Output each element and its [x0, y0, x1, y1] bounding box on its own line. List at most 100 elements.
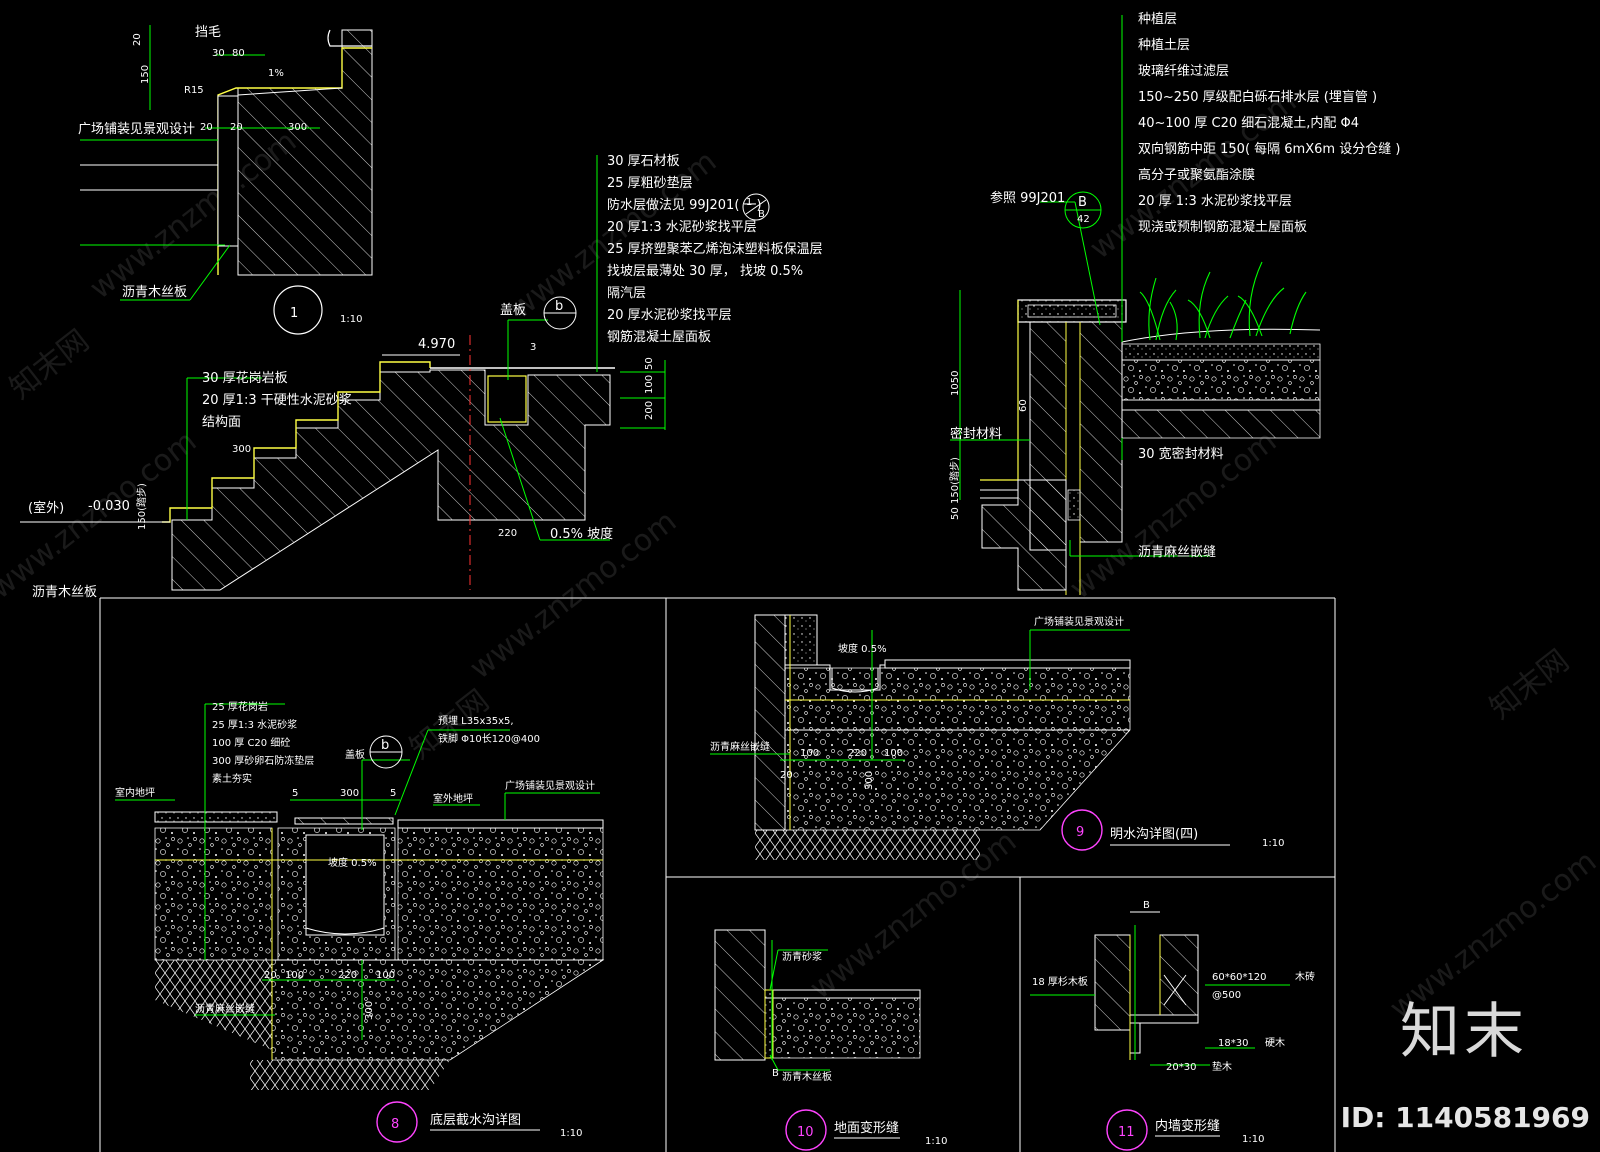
detail-10-number: 10	[797, 1125, 814, 1140]
dim-text: 3	[530, 342, 536, 353]
label-board: 沥青木丝板	[122, 285, 187, 300]
label-wood: 木砖	[1295, 970, 1315, 983]
ref-bottom: 42	[1077, 214, 1090, 225]
dim-text: 100	[644, 375, 655, 394]
stair-ref-b: b	[555, 299, 563, 314]
detail-8: b 8 底层截水沟详图 1:10 25 厚花岗岩 25 厚1:3 水泥砂浆 10…	[115, 700, 605, 1143]
sheet-frame	[99, 597, 1336, 1152]
dim-text: 220	[338, 970, 357, 981]
detail-10-scale: 1:10	[925, 1136, 947, 1147]
label-board: 沥青木丝板	[32, 585, 97, 600]
label-joint: 沥青麻丝嵌缝	[1138, 545, 1216, 560]
label-joint: 沥青麻丝嵌缝	[710, 740, 770, 753]
dim-text: 300	[288, 122, 307, 133]
detail-1-scale: 1:10	[340, 314, 362, 325]
dim-text: 150(踏步)	[135, 483, 148, 530]
detail-9: 9 明水沟详图(四) 1:10 广场铺装见景观设计 坡度 0.5% 沥青麻丝嵌缝…	[710, 614, 1284, 860]
detail-11-number: 11	[1118, 1125, 1135, 1140]
label-block: 60*60*120	[1212, 972, 1267, 983]
roof-layer: 20 厚1:3 水泥砂浆找平层	[607, 220, 757, 235]
label-slope: 坡度 0.5%	[838, 642, 887, 655]
watermark-site: 知末网	[1483, 643, 1575, 726]
roof-layer: 25 厚挤塑聚苯乙烯泡沫塑料板保温层	[607, 242, 823, 257]
detail-8-title: 底层截水沟详图	[430, 1112, 521, 1128]
planting-layer: 20 厚 1:3 水泥砂浆找平层	[1138, 194, 1292, 209]
detail-8-scale: 1:10	[560, 1128, 582, 1139]
detail-1: 1 1:10 挡毛 1% R15 广场铺装见景观设计 沥青木丝板 20 30 8…	[78, 25, 373, 335]
watermark-site: 知末网	[3, 323, 95, 406]
label-joint: 沥青麻丝嵌缝	[195, 1002, 255, 1015]
layer: 100 厚 C20 细砼	[212, 736, 290, 749]
label-seal: 密封材料	[950, 426, 1002, 442]
image-id: ID: 1140581969	[1340, 1101, 1590, 1134]
label-seal30: 30 宽密封材料	[1138, 446, 1224, 462]
layer: 25 厚花岗岩	[212, 700, 268, 713]
roof-layer: 防水层做法见 99J201( 一)	[607, 197, 762, 213]
dim-text: 100	[884, 748, 903, 759]
label-radius: R15	[184, 85, 204, 96]
detail-8-number: 8	[391, 1117, 399, 1132]
roof-layer: 25 厚粗砂垫层	[607, 175, 693, 191]
label-handrail: 挡毛	[195, 25, 221, 40]
label-paving: 广场铺装见景观设计	[505, 779, 595, 792]
dim-text: 20	[780, 770, 793, 781]
label-board: 沥青木丝板	[782, 1070, 832, 1083]
roof-ref-num: 1	[746, 197, 752, 208]
planting-layer: 种植土层	[1138, 38, 1190, 53]
detail-10-title: 地面变形缝	[834, 1120, 899, 1136]
planting-layer: 现浇或预制钢筋混凝土屋面板	[1138, 219, 1307, 235]
dim-text: 20	[200, 122, 213, 133]
roof-layer-list: 30 厚石材板 25 厚粗砂垫层 防水层做法见 99J201( 一) 20 厚1…	[596, 154, 823, 372]
planting-roof-detail: B 42 参照 99J201 种植层 种植土层 玻璃纤维过滤层 150~250 …	[948, 12, 1400, 595]
brand-watermark: 知末	[1400, 997, 1528, 1067]
label-paving: 广场铺装见景观设计	[78, 122, 195, 137]
stair-section: b 4.970 -0.030 (室外) 30 厚花岗岩板 20 厚1:3 干硬性…	[20, 296, 666, 600]
dim-text: 20	[132, 33, 143, 46]
layer: 25 厚1:3 水泥砂浆	[212, 718, 297, 731]
dim-text: 220	[848, 748, 867, 759]
dim-text: 150	[140, 65, 151, 84]
label-anchor: 铁脚 Φ10长120@400	[438, 732, 540, 745]
label-paving: 广场铺装见景观设计	[1034, 615, 1124, 628]
detail-9-scale: 1:10	[1262, 838, 1284, 849]
label-slope: 坡度 0.5%	[328, 856, 377, 869]
label-outdoor: 室外地坪	[433, 792, 473, 805]
label-slope: 1%	[268, 68, 284, 79]
dim-text: 300	[864, 771, 875, 790]
roof-layer: 20 厚水泥砂浆找平层	[607, 308, 732, 323]
stair-layer: 20 厚1:3 干硬性水泥砂浆	[202, 393, 352, 408]
dim-text: 50	[950, 507, 961, 520]
planting-layer: 150~250 厚级配白砾石排水层 (埋盲管 )	[1138, 89, 1377, 105]
dim-text: 5	[292, 788, 298, 799]
detail-10: 10 地面变形缝 1:10 沥青砂浆 沥青木丝板 B	[714, 929, 947, 1151]
dim-text: 20	[230, 122, 243, 133]
planting-layer: 玻璃纤维过滤层	[1138, 64, 1229, 79]
dim-text: B	[1143, 900, 1150, 911]
detail-8-ref-b: b	[381, 738, 389, 753]
layer: 300 厚砂卵石防冻垫层	[212, 754, 314, 767]
dim-step: 300	[232, 444, 251, 455]
dim-text: 1050	[950, 371, 961, 396]
dim-text: 30	[212, 48, 225, 59]
label-mortar: 沥青砂浆	[782, 950, 822, 963]
layer: 素土夯实	[212, 772, 252, 785]
dim-text: 50	[644, 357, 655, 370]
ref-top: B	[1078, 195, 1087, 210]
ref-text: 参照 99J201	[990, 190, 1065, 206]
label-outdoor: (室外)	[28, 500, 64, 516]
label-hard: 18*30	[1218, 1038, 1248, 1049]
label-cover: 盖板	[345, 748, 365, 761]
planting-layer: 高分子或聚氨酯涂膜	[1138, 167, 1255, 183]
dim-text: 300	[364, 1001, 375, 1020]
dim-text: 20	[264, 970, 277, 981]
stair-layer: 结构面	[202, 415, 241, 430]
level-top: 4.970	[418, 337, 455, 352]
detail-1-number: 1	[290, 306, 298, 321]
label-embed: 预埋 L35x35x5,	[438, 715, 514, 727]
roof-layer: 找坡层最薄处 30 厚， 找坡 0.5%	[607, 264, 803, 279]
planting-layers: 种植层 种植土层 玻璃纤维过滤层 150~250 厚级配白砾石排水层 (埋盲管 …	[1138, 12, 1400, 235]
stair-layer: 30 厚花岗岩板	[202, 370, 288, 386]
label-cover: 盖板	[500, 303, 526, 318]
dim-text: 5	[390, 788, 396, 799]
